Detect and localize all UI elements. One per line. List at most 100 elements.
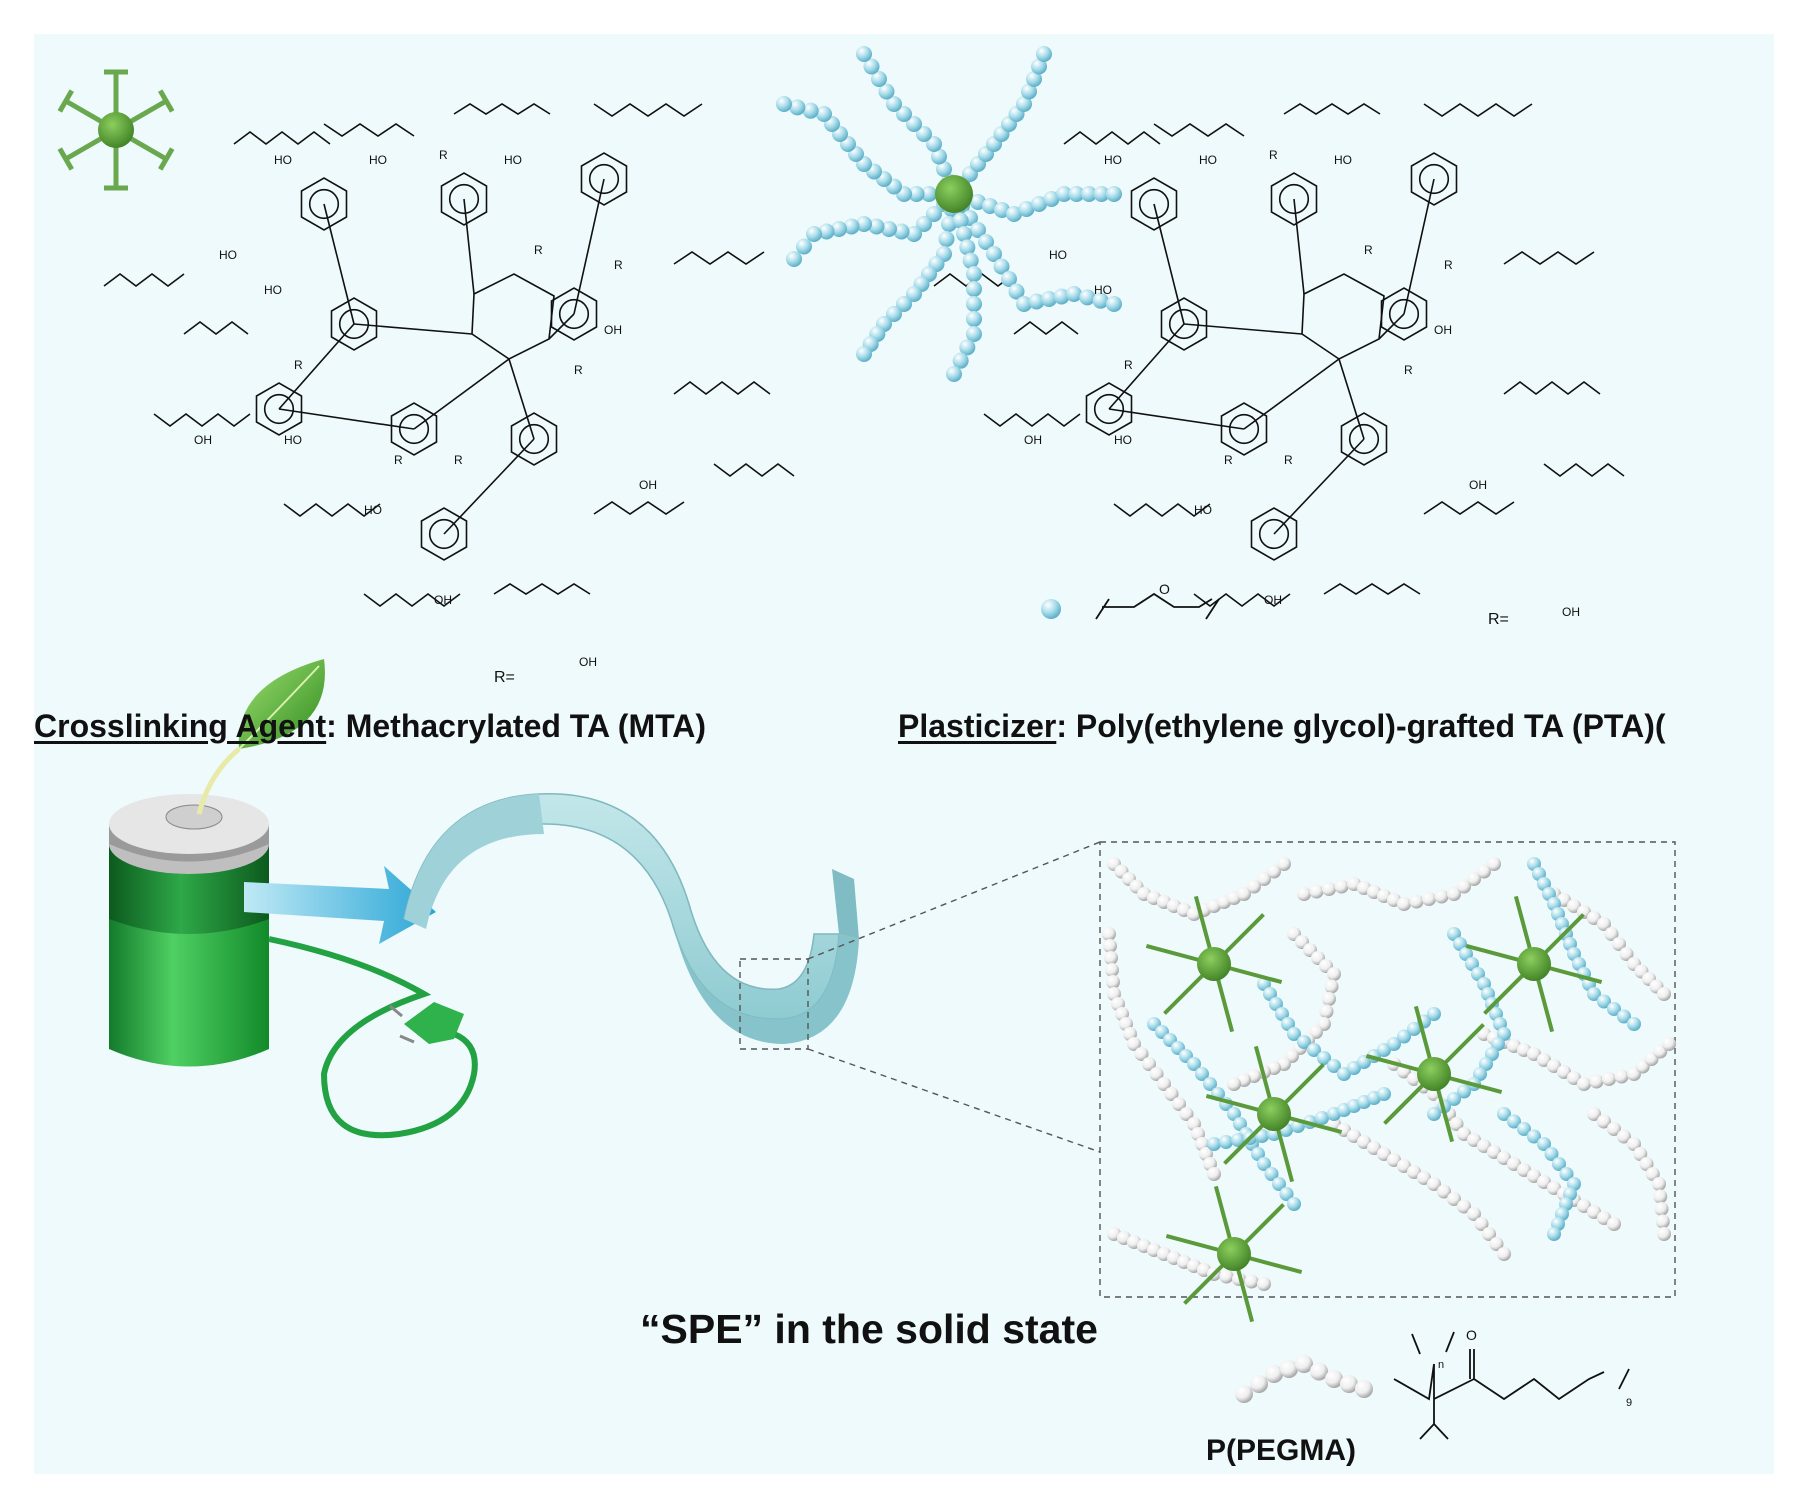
pta-r-oh-label: OH: [1562, 605, 1580, 619]
peg-bead: [938, 231, 955, 247]
peg-bead: [1001, 271, 1017, 287]
bond: [1338, 358, 1365, 440]
star-core: [98, 112, 134, 148]
aromatic-ring: [1410, 152, 1458, 206]
pegma-legend-bead: [1280, 1360, 1298, 1378]
power-cord-icon: [268, 936, 478, 1139]
atom-label: HO: [1094, 283, 1112, 297]
side-chain: [1503, 381, 1601, 395]
plasticizer-bead-star-icon: [776, 46, 1122, 382]
peg-bead: [906, 226, 922, 242]
peg-bead: [906, 286, 922, 302]
star-arm-tip: [57, 89, 74, 113]
crosslink-core: [1197, 947, 1231, 981]
peg-bead: [1106, 186, 1122, 202]
atom-label: OH: [1024, 433, 1042, 447]
aromatic-ring-ring: [558, 298, 590, 330]
aromatic-ring-ring: [1348, 423, 1380, 455]
side-chain: [1113, 503, 1211, 517]
crosslinker-star-icon: [57, 69, 175, 191]
peg-bead: [1607, 1002, 1621, 1016]
pegma-bead: [1633, 1147, 1648, 1161]
pegma-bead: [1457, 1199, 1471, 1214]
pegma-bead: [1322, 882, 1336, 896]
peg-bead: [1092, 292, 1109, 309]
aromatic-ring-ring: [518, 423, 550, 455]
peg-bead: [1066, 286, 1082, 302]
aromatic-ring: [440, 172, 488, 226]
side-chain: [1503, 251, 1595, 265]
atom-label: HO: [1104, 153, 1122, 167]
pegma-bead: [1607, 1122, 1621, 1136]
peg-bead: [916, 216, 932, 232]
bond: [413, 358, 510, 430]
peg-bead: [966, 326, 982, 342]
peg-bead: [1053, 288, 1070, 305]
peg-bead: [931, 148, 947, 165]
aromatic-ring-ring: [588, 163, 620, 195]
pegma-bead: [1653, 1189, 1668, 1204]
bond: [443, 438, 535, 535]
peg-bead: [1079, 289, 1096, 306]
pegma-bead: [1437, 1184, 1451, 1199]
aromatic-ring: [1270, 172, 1318, 226]
peg-bead: [936, 161, 952, 177]
peg-bead: [1537, 1137, 1551, 1151]
crosslinker-description: : Methacrylated TA (MTA): [326, 708, 707, 744]
aromatic-ring: [420, 507, 468, 561]
pegma-bead: [1179, 1107, 1194, 1121]
peg-bead: [1544, 1147, 1559, 1161]
atom-label: R: [1269, 148, 1278, 162]
pegma-legend-bead: [1265, 1365, 1283, 1383]
bond: [323, 203, 355, 325]
peg-bead: [966, 296, 982, 312]
aromatic-ring-ring: [1093, 393, 1125, 425]
zoom-indicator-lines: [739, 841, 1676, 1298]
side-chain: [593, 501, 685, 515]
aromatic-ring-ring: [338, 308, 370, 340]
pegma-bead: [1327, 967, 1341, 981]
pegma-bead: [1612, 937, 1626, 951]
peg-bead: [1187, 1057, 1201, 1071]
peg-bead: [959, 239, 976, 256]
diagram-artwork: [57, 46, 1676, 1440]
crosslink-core: [1217, 1237, 1251, 1271]
pegma-bead: [1487, 857, 1501, 871]
aromatic-ring: [1085, 382, 1133, 436]
bond: [508, 358, 535, 440]
atom-label: HO: [264, 283, 282, 297]
peg-bead: [966, 281, 982, 297]
pegma-bead: [1447, 1192, 1461, 1206]
crosslink-core: [1517, 947, 1551, 981]
aromatic-ring: [510, 412, 558, 466]
bond: [278, 408, 415, 430]
side-chain: [1013, 321, 1079, 335]
peg-bead: [1021, 83, 1037, 100]
star-arm-tip: [158, 147, 175, 171]
atom-label: HO: [369, 153, 387, 167]
peg-bead: [1056, 186, 1072, 202]
ppegma-o-label: O: [1466, 1327, 1477, 1343]
pegma-legend-bead: [1235, 1385, 1253, 1403]
peg-bead: [1287, 1197, 1301, 1211]
pegma-bead: [1227, 1077, 1241, 1091]
peg-bead: [921, 186, 937, 202]
bond: [353, 323, 473, 335]
bond: [573, 178, 605, 315]
peg-bead: [886, 96, 902, 112]
pegma-bead: [1172, 1097, 1186, 1111]
side-chain: [593, 103, 703, 117]
side-chain: [1543, 463, 1625, 477]
peg-bead: [906, 116, 922, 132]
pegma-bead: [1105, 963, 1119, 977]
peg-bead: [1264, 1167, 1279, 1181]
leaf-icon: [238, 659, 325, 750]
peg-bead: [978, 234, 994, 250]
peg-bead: [1081, 186, 1097, 202]
electrolyte-membrane: [403, 793, 859, 1044]
atom-label: HO: [1049, 248, 1067, 262]
pegma-bead: [1319, 1004, 1334, 1019]
polymer-network-zoom: [1102, 857, 1676, 1323]
